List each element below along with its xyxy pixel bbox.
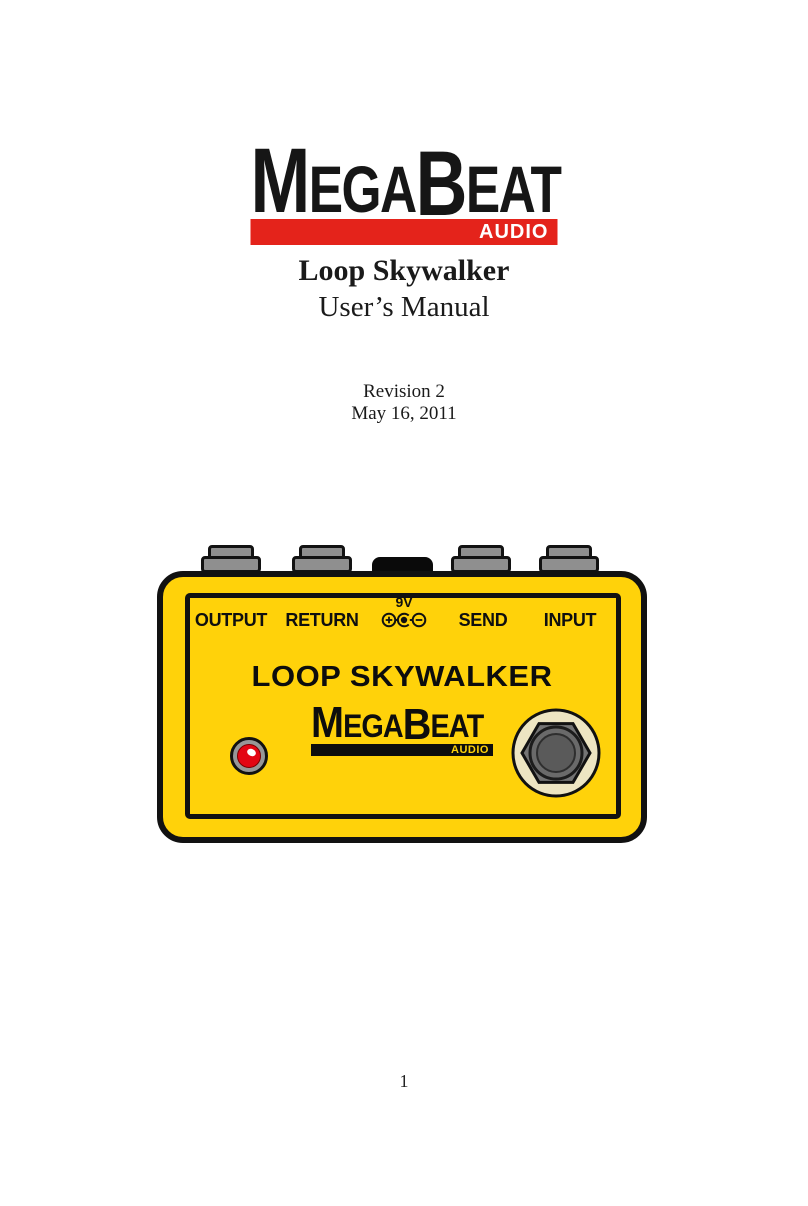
product-title: Loop Skywalker [298, 254, 510, 287]
pedal-logo-wordmark: MEGABEAT [311, 700, 484, 749]
output-jack-icon [201, 545, 261, 573]
panel-label-input: INPUT [543, 610, 597, 630]
power-voltage-label: 9V [395, 594, 413, 610]
panel-label-output: OUTPUT [194, 610, 268, 630]
dc-polarity-icon [381, 612, 427, 628]
logo-letters-eat: EAT [465, 152, 562, 226]
pedal-device-name: LOOP SKYWALKER [251, 660, 553, 693]
date-line: May 16, 2011 [351, 403, 457, 425]
revision-line: Revision 2 [363, 381, 445, 402]
logo-letters-ega: EGA [343, 708, 404, 744]
led-highlight [245, 747, 258, 758]
led-indicator-icon [230, 737, 268, 775]
audio-label: AUDIO [451, 744, 489, 756]
panel-label-send: SEND [458, 610, 508, 630]
brand-logo-audio-banner: AUDIO [250, 219, 558, 245]
brand-logo-wordmark: MEGABEAT [251, 133, 562, 235]
logo-letters-eat: EAT [430, 708, 485, 744]
pedal-logo-audio-banner: AUDIO [311, 744, 493, 756]
logo-letter-b: B [402, 700, 432, 749]
brand-logo: MEGABEAT AUDIO [250, 133, 562, 245]
logo-letters-ega: EGA [308, 152, 417, 226]
pedal-brand-logo: MEGABEAT AUDIO [311, 700, 493, 756]
logo-letter-b: B [415, 133, 468, 235]
led-lens [237, 744, 261, 768]
panel-label-return: RETURN [285, 610, 359, 630]
subtitle: User’s Manual [318, 291, 490, 323]
revision-block: Revision 2 May 16, 2011 [0, 381, 808, 426]
send-jack-icon [451, 545, 511, 573]
pedal-body: OUTPUT RETURN SEND INPUT 9V LOOP SK [157, 571, 647, 843]
footswitch-icon [511, 708, 601, 798]
return-jack-icon [292, 545, 352, 573]
audio-label: AUDIO [479, 221, 549, 243]
pedal-illustration: OUTPUT RETURN SEND INPUT 9V LOOP SK [157, 545, 647, 843]
page-number: 1 [399, 1071, 409, 1091]
logo-letter-m: M [311, 698, 344, 747]
pedal-face-border [185, 593, 621, 819]
logo-letter-m: M [250, 130, 311, 232]
title-block: Loop Skywalker User’s Manual [0, 254, 808, 324]
power-polarity-group: 9V [380, 595, 428, 630]
input-jack-icon [539, 545, 599, 573]
